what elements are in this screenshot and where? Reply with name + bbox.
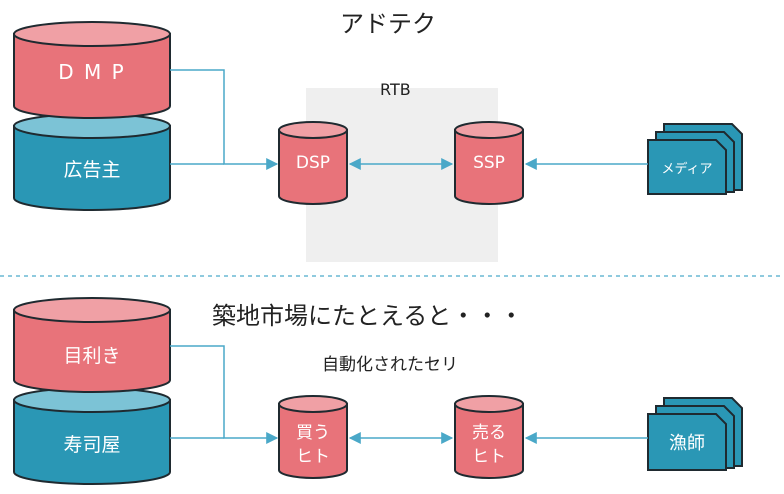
sushiya-cylinder: [13, 387, 171, 485]
dmp-label: D M P: [58, 60, 126, 84]
bottom-subtitle: 自動化されたセリ: [322, 355, 458, 375]
buyer-label-line1: 買う: [296, 423, 330, 443]
mekiki-label: 目利き: [63, 345, 121, 367]
fisherman-label: 漁師: [669, 433, 705, 454]
dsp-label: DSP: [295, 153, 331, 173]
seller-cylinder: [454, 395, 524, 479]
sushiya-label: 寿司屋: [63, 434, 121, 456]
bottom-title: 築地市場にたとえると・・・: [212, 302, 524, 330]
dmp-cylinder: [13, 21, 171, 119]
mekiki-cylinder: [13, 297, 171, 393]
dsp-cylinder: [278, 121, 348, 205]
dmp-to-dsp-connector: [170, 69, 279, 170]
advertiser-cylinder: [13, 113, 171, 211]
media-document-stack: [647, 123, 743, 195]
rtb-label: RTB: [380, 80, 411, 99]
buyer-cylinder: [278, 395, 348, 479]
top-title: アドテク: [340, 10, 436, 38]
ssp-cylinder: [454, 121, 524, 205]
media-label: メディア: [661, 162, 713, 177]
ssp-label: SSP: [473, 153, 505, 173]
mekiki-to-buyer-connector: [170, 345, 279, 444]
seller-label-line2: ヒト: [472, 447, 506, 467]
seller-label-line1: 売る: [472, 423, 506, 443]
buyer-label-line2: ヒト: [296, 447, 330, 467]
fisherman-document-stack: [647, 397, 743, 471]
advertiser-label: 広告主: [63, 159, 121, 181]
